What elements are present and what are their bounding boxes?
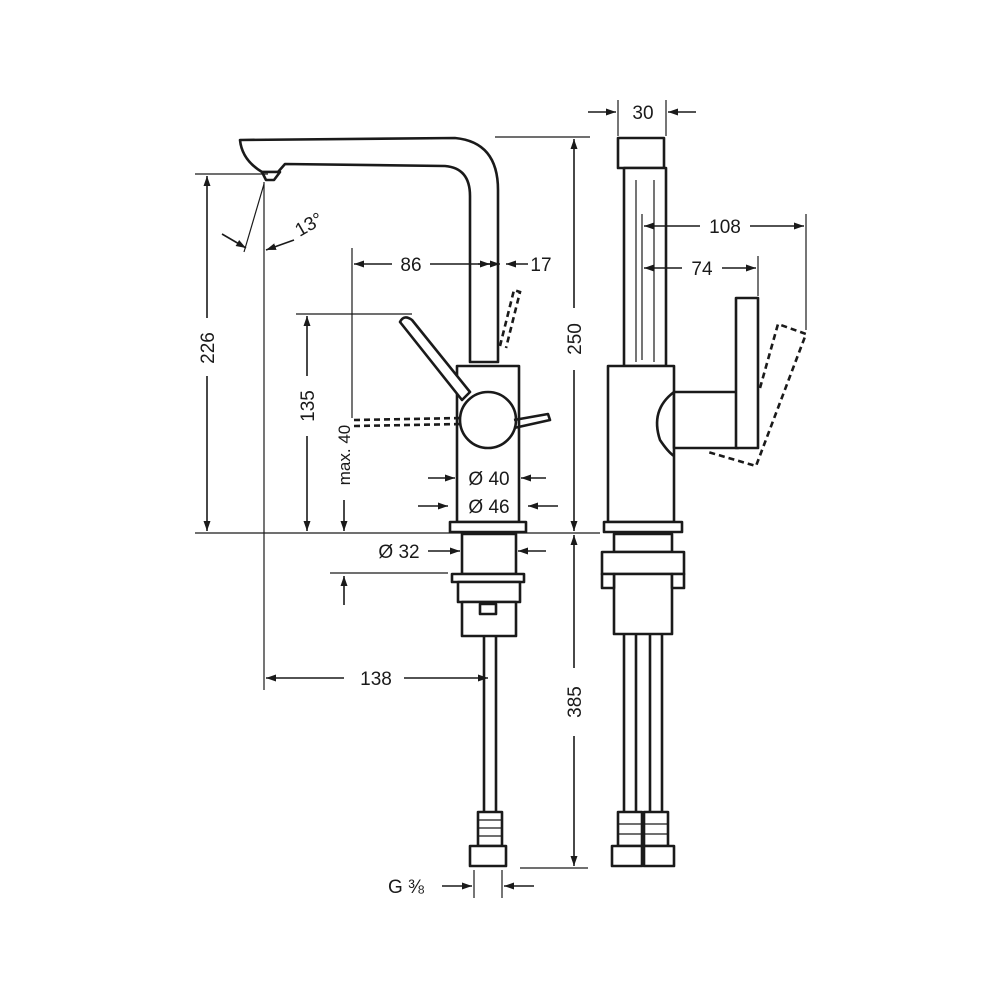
washer: [456, 580, 522, 604]
side-lever-alt: [707, 322, 808, 468]
base-plate: [448, 520, 528, 534]
side-clip-left: [600, 572, 616, 590]
dim-spout-reach: 138: [360, 669, 392, 690]
lever-alt-side: [513, 412, 552, 430]
aerator: [260, 170, 282, 182]
dim-connection: G ⅜: [388, 877, 424, 898]
side-connector-right: [642, 844, 676, 868]
side-spout-top: [616, 136, 666, 170]
lever-alt-up: [498, 288, 522, 349]
spout: [238, 136, 500, 364]
hose-fitting: [476, 810, 504, 848]
side-connector-left: [610, 844, 644, 868]
dim-side-width: 30: [632, 103, 653, 124]
dim-base-d40: Ø 40: [468, 469, 509, 490]
dim-hose-length: 385: [565, 686, 586, 718]
side-fitting-left: [616, 810, 644, 848]
dim-handle-height: 135: [298, 390, 319, 422]
dim-spout-height: 226: [198, 332, 219, 364]
side-lever-block: [672, 390, 740, 450]
nut-tab: [478, 602, 498, 616]
dim-max-thickness: max. 40: [335, 425, 354, 485]
side-lever-handle: [734, 296, 760, 450]
side-fitting-right: [642, 810, 670, 848]
hose-connector: [468, 844, 508, 868]
side-washer: [600, 550, 686, 576]
side-view: [600, 136, 808, 868]
side-lever-hub: [655, 390, 675, 458]
dim-total-height: 250: [565, 323, 586, 355]
dim-lever-offset: 17: [530, 255, 551, 276]
side-base-plate: [602, 520, 684, 534]
shank: [460, 532, 518, 576]
side-clip-right: [670, 572, 686, 590]
dim-base-d46: Ø 46: [468, 497, 509, 518]
side-nut: [612, 572, 674, 636]
lever-hub: [458, 390, 518, 450]
dim-angle: 13°: [292, 209, 327, 242]
lever-alt-horizontal: [353, 416, 463, 428]
dim-shank-d32: Ø 32: [378, 542, 419, 563]
front-view: [238, 136, 552, 868]
lever-handle: [398, 316, 472, 402]
side-shank: [612, 532, 674, 554]
dim-side-depth-lever: 74: [691, 259, 713, 280]
extension-lines: [195, 100, 807, 898]
side-spout-column: [622, 166, 668, 368]
dim-handle-reach: 86: [400, 255, 421, 276]
dimension-lines: [203, 108, 804, 890]
dim-side-depth-total: 108: [709, 217, 741, 238]
